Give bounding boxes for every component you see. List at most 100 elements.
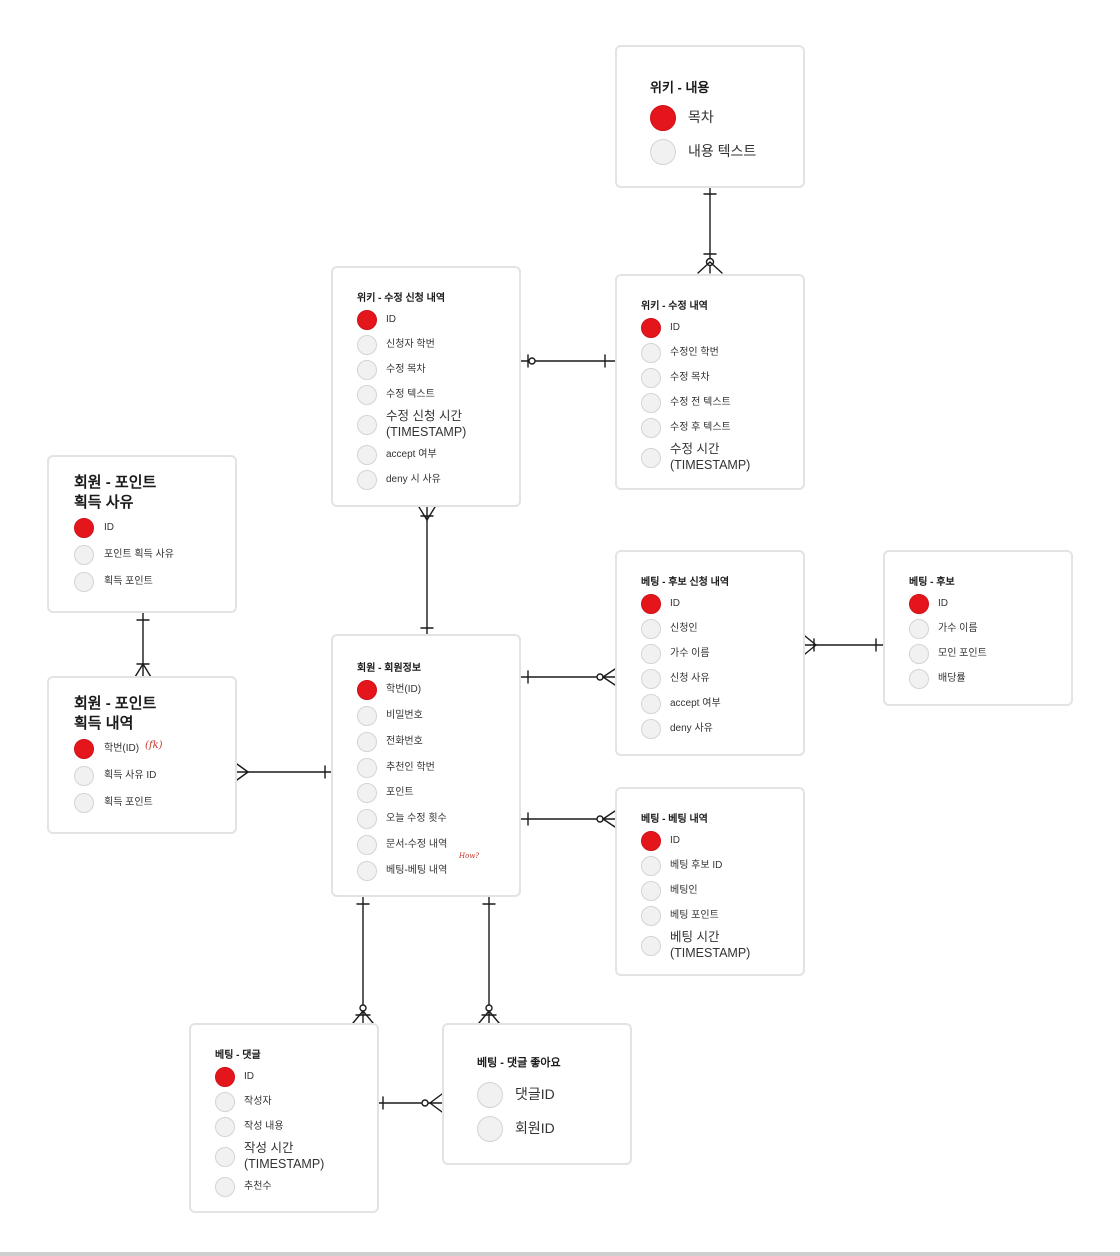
field-row: 회원ID — [477, 1116, 555, 1142]
field-icon — [357, 385, 377, 405]
entity-wiki-edit-request[interactable]: 위키 - 수정 신청 내역 ID 신청자 학번 수정 목차 수정 텍스트 수정 … — [331, 266, 521, 507]
entity-wiki-content[interactable]: 위키 - 내용 목차 내용 텍스트 — [615, 45, 805, 188]
field-row: 수정 시간 (TIMESTAMP) — [641, 442, 750, 473]
field-row: 획득 포인트 — [74, 793, 153, 813]
field-row: 가수 이름 — [641, 644, 710, 664]
field-icon — [641, 694, 661, 714]
field-label: 획득 사유 ID — [104, 769, 157, 781]
field-row: 댓글ID — [477, 1082, 555, 1108]
field-label: 포인트 획득 사유 — [104, 548, 174, 560]
entity-member-info[interactable]: 회원 - 회원정보 학번(ID) 비밀번호 전화번호 추천인 학번 포인트 오늘… — [331, 634, 521, 897]
field-label: deny 시 사유 — [386, 473, 441, 485]
field-icon — [641, 619, 661, 639]
link-wiki-content-edit-history — [697, 187, 723, 274]
field-label: 신청자 학번 — [386, 338, 435, 350]
entity-bet-candidate[interactable]: 베팅 - 후보 ID 가수 이름 모인 포인트 배당률 — [883, 550, 1073, 706]
field-icon — [641, 881, 661, 901]
entity-point-reason[interactable]: 회원 - 포인트 획득 사유 ID 포인트 획득 사유 획득 포인트 — [47, 455, 237, 613]
field-row: ID — [74, 518, 114, 538]
primary-key-icon — [650, 105, 676, 131]
primary-key-icon — [641, 318, 661, 338]
field-label: 회원ID — [515, 1120, 555, 1137]
field-row: 베팅인 — [641, 881, 698, 901]
field-row: 작성 시간 (TIMESTAMP) — [215, 1141, 324, 1172]
field-row: 포인트 획득 사유 — [74, 545, 174, 565]
field-row: 수정 텍스트 — [357, 385, 435, 405]
field-label: 획득 포인트 — [104, 575, 153, 587]
field-label: accept 여부 — [386, 448, 437, 460]
field-row: 수정 신청 시간 (TIMESTAMP) — [357, 409, 466, 440]
field-icon — [641, 856, 661, 876]
field-icon — [357, 732, 377, 752]
field-icon — [650, 139, 676, 165]
field-row: 베팅 포인트 — [641, 906, 719, 926]
field-row: 신청 사유 — [641, 669, 710, 689]
field-icon — [357, 445, 377, 465]
entity-title: 회원 - 포인트 획득 내역 — [74, 695, 157, 732]
field-icon — [357, 335, 377, 355]
field-row: 작성자 — [215, 1092, 272, 1112]
field-icon — [641, 669, 661, 689]
field-row: accept 여부 — [641, 694, 721, 714]
field-label: 학번(ID) — [386, 683, 422, 695]
field-row: 수정 후 텍스트 — [641, 418, 731, 438]
field-row: 포인트 — [357, 783, 414, 803]
field-label: 포인트 — [386, 786, 414, 798]
field-row: deny 사유 — [641, 719, 713, 739]
link-comment-comment-like — [378, 1093, 443, 1113]
field-label: 추천수 — [244, 1180, 272, 1192]
bottom-edge — [0, 1252, 1120, 1256]
field-row: 신청자 학번 — [357, 335, 435, 355]
field-icon — [641, 644, 661, 664]
field-label: 베팅 포인트 — [670, 909, 719, 921]
field-icon — [641, 719, 661, 739]
entity-bet-history[interactable]: 베팅 - 베팅 내역 ID 베팅 후보 ID 베팅인 베팅 포인트 베팅 시간 … — [615, 787, 805, 976]
link-member-candidate-request — [520, 668, 616, 686]
entity-title: 회원 - 회원정보 — [357, 663, 422, 674]
field-icon — [641, 393, 661, 413]
field-label: ID — [670, 834, 680, 846]
field-label: 수정 전 텍스트 — [670, 396, 731, 408]
link-candidate-request-candidate — [804, 635, 884, 655]
field-icon — [641, 906, 661, 926]
field-label: ID — [386, 313, 396, 325]
field-icon — [215, 1092, 235, 1112]
field-row: 수정인 학번 — [641, 343, 719, 363]
field-label: 전화번호 — [386, 735, 423, 747]
field-icon — [215, 1177, 235, 1197]
field-row: ID — [215, 1067, 254, 1087]
field-icon — [357, 809, 377, 829]
entity-title: 회원 - 포인트 획득 사유 — [74, 474, 157, 511]
field-label: 학번(ID) — [104, 742, 140, 754]
entity-bet-comment[interactable]: 베팅 - 댓글 ID 작성자 작성 내용 작성 시간 (TIMESTAMP) 추… — [189, 1023, 379, 1213]
field-row: 획득 사유 ID — [74, 766, 156, 786]
field-label: 베팅 시간 (TIMESTAMP) — [670, 930, 751, 960]
entity-bet-candidate-request[interactable]: 베팅 - 후보 신청 내역 ID 신청인 가수 이름 신청 사유 accept … — [615, 550, 805, 756]
entity-title: 베팅 - 후보 — [909, 577, 955, 588]
field-icon — [357, 414, 377, 435]
entity-bet-comment-like[interactable]: 베팅 - 댓글 좋아요 댓글ID 회원ID — [442, 1023, 632, 1165]
field-label: 작성자 — [244, 1095, 272, 1107]
link-edit-request-edit-history — [520, 354, 616, 368]
field-row: 목차 — [650, 105, 714, 131]
entity-point-history[interactable]: 회원 - 포인트 획득 내역 학번(ID) 획득 사유 ID 획득 포인트 (f… — [47, 676, 237, 834]
field-icon — [641, 368, 661, 388]
entity-title: 베팅 - 댓글 — [215, 1050, 261, 1061]
field-label: deny 사유 — [670, 722, 713, 734]
primary-key-icon — [357, 310, 377, 330]
primary-key-icon — [74, 518, 94, 538]
field-row: ID — [357, 310, 396, 330]
primary-key-icon — [641, 831, 661, 851]
field-icon — [357, 758, 377, 778]
field-icon — [357, 835, 377, 855]
field-label: ID — [670, 321, 680, 333]
field-icon — [477, 1116, 503, 1142]
field-icon — [357, 360, 377, 380]
entity-wiki-edit-history[interactable]: 위키 - 수정 내역 ID 수정인 학번 수정 목차 수정 전 텍스트 수정 후… — [615, 274, 805, 490]
link-point-history-member — [236, 763, 332, 781]
annotation-fk: (fk) — [145, 740, 163, 751]
link-edit-request-member — [418, 506, 436, 635]
field-row: 모인 포인트 — [909, 644, 987, 664]
field-label: 수정 텍스트 — [386, 388, 435, 400]
field-label: 비밀번호 — [386, 709, 423, 721]
